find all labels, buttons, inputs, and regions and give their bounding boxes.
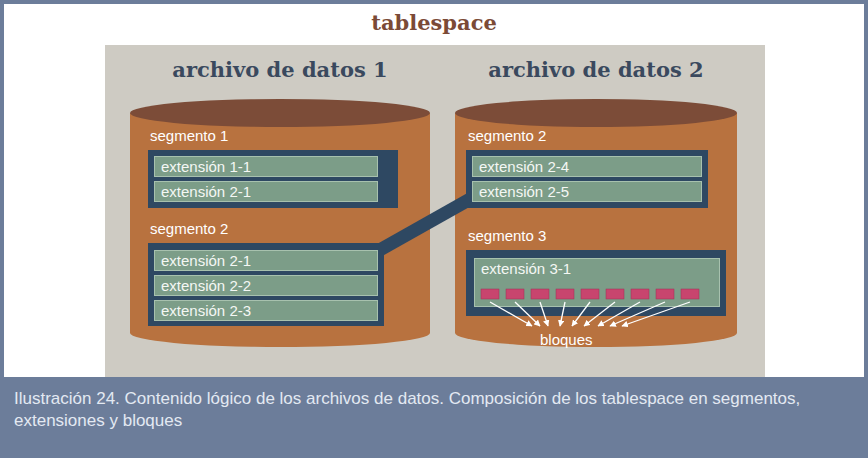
- data-block: [506, 289, 524, 299]
- data-block: [656, 289, 674, 299]
- data-block: [531, 289, 549, 299]
- datafile-heading: archivo de datos 1: [110, 57, 450, 82]
- extent-box: extensión 1-1: [154, 156, 378, 177]
- figure-caption: Ilustración 24. Contenido lógico de los …: [14, 388, 854, 432]
- datafile-heading: archivo de datos 2: [435, 57, 757, 82]
- extent-label: extensión 1-1: [155, 157, 377, 176]
- cylinder-body: [455, 113, 737, 347]
- segment-box: segmento 2extensión 2-4extensión 2-5: [466, 150, 708, 208]
- block-pointer: [560, 302, 565, 326]
- tablespace-panel: [105, 45, 765, 377]
- datafile-cylinder: archivo de datos 1segmento 1extensión 1-…: [130, 99, 430, 347]
- extent-label: extensión 2-4: [473, 157, 701, 176]
- data-block: [606, 289, 624, 299]
- data-block: [481, 289, 499, 299]
- cylinder-body: [130, 113, 430, 347]
- data-block: [556, 289, 574, 299]
- block-pointer: [572, 302, 590, 326]
- cylinder-top: [455, 99, 737, 127]
- segment-label: segmento 2: [468, 127, 546, 144]
- extent-label: extensión 3-1: [475, 259, 719, 278]
- cylinder-top: [130, 99, 430, 127]
- extent-box: extensión 2-2: [154, 275, 378, 296]
- data-block: [581, 289, 599, 299]
- segment-label: segmento 2: [150, 220, 228, 237]
- block-pointer: [584, 302, 615, 326]
- diagram-title: tablespace: [0, 10, 868, 35]
- segment-box: segmento 1extensión 1-1extensión 2-1: [148, 150, 398, 208]
- block-pointer: [540, 302, 548, 326]
- segment-label: segmento 3: [468, 227, 546, 244]
- segment-box: segmento 2extensión 2-1extensión 2-2exte…: [148, 243, 384, 326]
- datafile-cylinder: archivo de datos 2segmento 2extensión 2-…: [455, 99, 737, 347]
- extent-box: extensión 3-1: [474, 258, 720, 307]
- block-pointer: [515, 302, 540, 326]
- block-pointer: [622, 302, 690, 326]
- segment-box: segmento 3extensión 3-1: [466, 250, 726, 316]
- extent-label: extensión 2-1: [155, 182, 377, 201]
- extent-box: extensión 2-4: [472, 156, 702, 177]
- extent-box: extensión 2-3: [154, 300, 378, 321]
- extent-label: extensión 2-3: [155, 301, 377, 320]
- extent-box: extensión 2-1: [154, 250, 378, 271]
- data-block: [631, 289, 649, 299]
- white-ground: [4, 4, 864, 377]
- extent-box: extensión 2-1: [154, 181, 378, 202]
- extent-label: extensión 2-1: [155, 251, 377, 270]
- blocks-label: bloques: [540, 331, 593, 348]
- data-block: [681, 289, 699, 299]
- extent-box: extensión 2-5: [472, 181, 702, 202]
- segment-label: segmento 1: [150, 127, 228, 144]
- block-pointer: [490, 302, 532, 326]
- extent-label: extensión 2-5: [473, 182, 701, 201]
- extent-label: extensión 2-2: [155, 276, 377, 295]
